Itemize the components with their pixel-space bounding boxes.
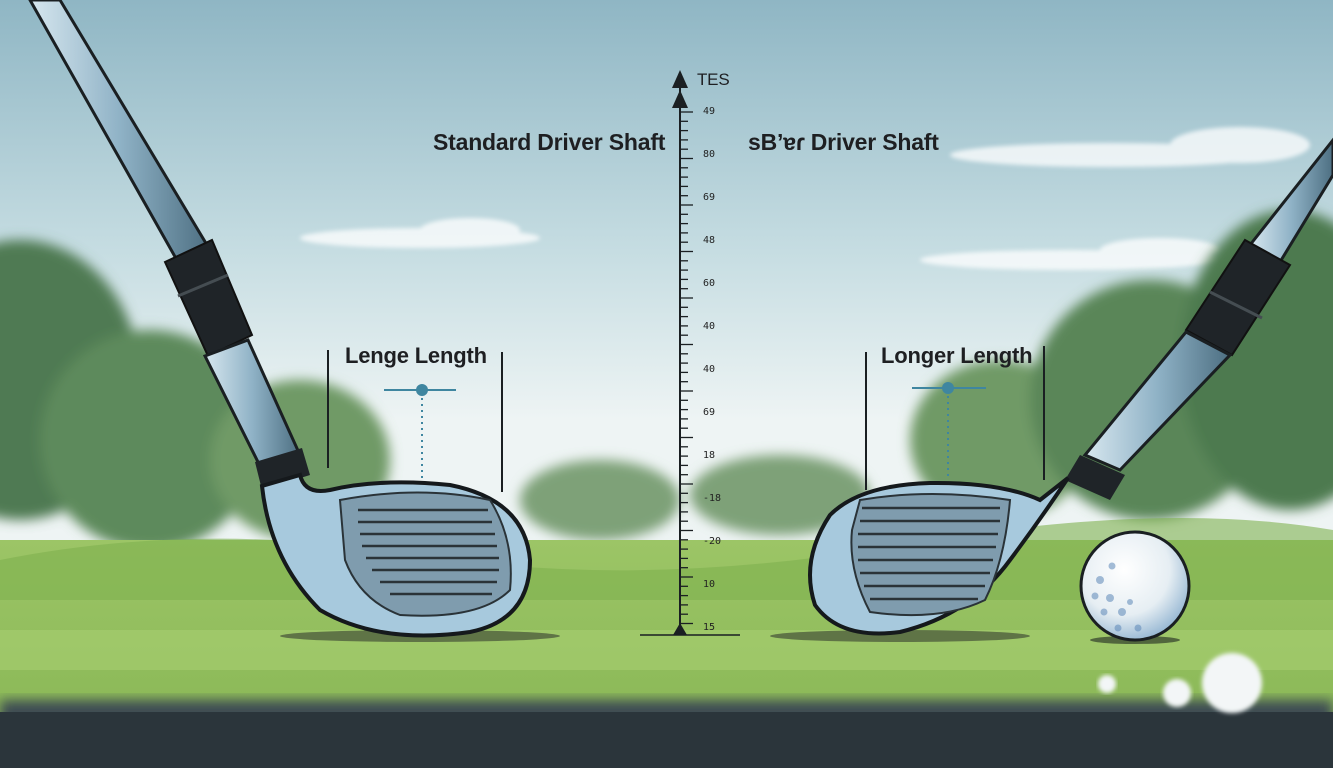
ruler-tick-label: 40	[703, 321, 716, 332]
clouds	[300, 127, 1310, 270]
ruler-tick-label: 69	[703, 407, 716, 418]
ruler-tick-label: 60	[703, 278, 716, 289]
ruler-tick-label: 69	[703, 192, 716, 203]
ruler-tick-label: 15	[703, 622, 716, 633]
ruler-tick-label: -20	[703, 536, 722, 547]
ruler-tick-label: 48	[703, 235, 716, 246]
right-length-label: Longer Length	[881, 343, 1033, 368]
ruler-tick-label: 10	[703, 579, 716, 590]
left-length-label: Lenge Length	[345, 343, 487, 368]
ruler-tick-label: 80	[703, 149, 716, 160]
right-shaft-title: sBʼɐɾ Driver Shaft	[748, 129, 939, 155]
right-length-marker	[942, 382, 954, 394]
left-shaft-title: Standard Driver Shaft	[433, 129, 666, 155]
ruler-tick-label: -18	[703, 493, 722, 504]
right-club	[808, 137, 1333, 636]
left-club	[28, 0, 533, 638]
left-length-marker	[416, 384, 428, 396]
ruler-tick-label: 49	[703, 106, 716, 117]
ruler-top-label: TES	[697, 70, 730, 89]
golf-ball-main	[1079, 530, 1191, 644]
ruler-tick-label: 40	[703, 364, 716, 375]
ruler	[640, 70, 740, 636]
small-golf-balls	[1098, 653, 1262, 713]
ruler-tick-label: 18	[703, 450, 716, 461]
